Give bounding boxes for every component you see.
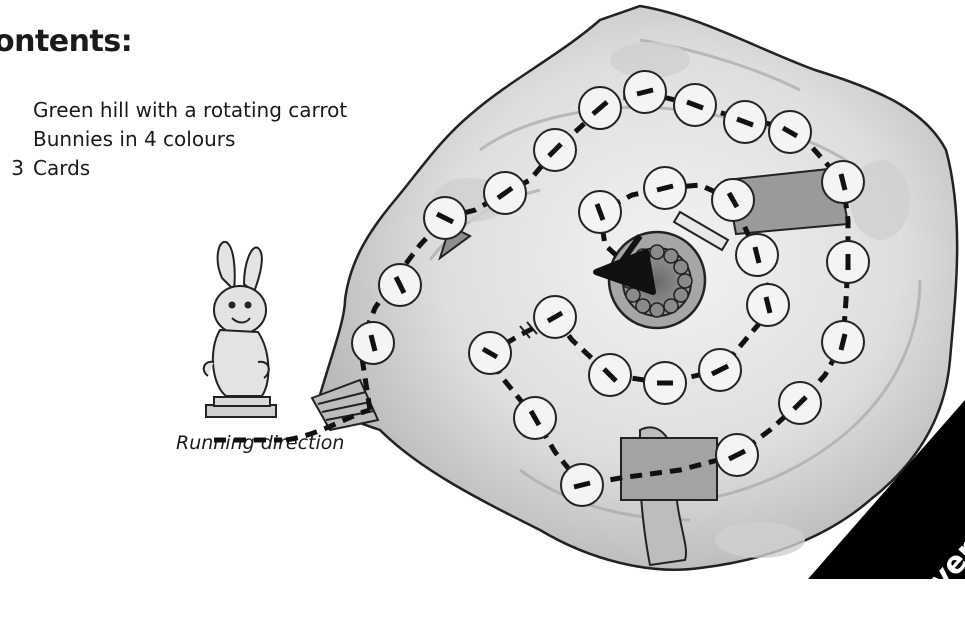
gate-icon: [621, 438, 717, 500]
bunny-figure-icon: [204, 242, 276, 417]
brand-text: Ravensburger: [893, 430, 965, 629]
ravensburger-logo-text: Ravensburger: [820, 420, 965, 630]
brand-text-container: Ravensburger: [820, 420, 965, 630]
